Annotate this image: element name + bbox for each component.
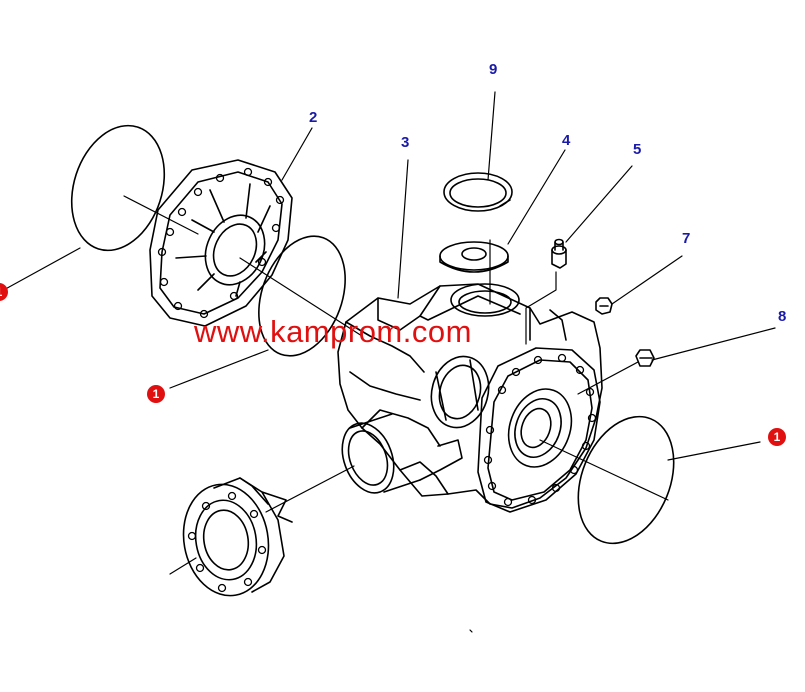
part-badge-1-edge: 1 xyxy=(0,283,8,301)
part-badge-1-left: 1 xyxy=(147,385,165,403)
o-ring-left xyxy=(70,124,166,252)
pinion-flange xyxy=(182,477,293,597)
callout-number-9: 9 xyxy=(489,61,498,78)
breather-plug xyxy=(551,238,567,269)
drain-plug-lower xyxy=(635,349,655,367)
drain-plug-upper xyxy=(595,297,613,315)
o-ring-right xyxy=(577,415,675,545)
leader-lines xyxy=(0,91,776,633)
callout-number-4: 4 xyxy=(562,132,571,149)
o-ring-middle xyxy=(258,235,346,357)
callout-number-5: 5 xyxy=(633,141,642,158)
callout-number-2: 2 xyxy=(309,109,318,126)
axle-housing xyxy=(337,283,603,513)
cover-plate xyxy=(149,159,293,327)
snap-ring xyxy=(443,172,513,212)
watermark-text: www.kamprom.com xyxy=(194,314,472,349)
callout-number-7: 7 xyxy=(682,230,691,247)
washer-plate xyxy=(439,241,509,273)
part-badge-1-right: 1 xyxy=(768,428,786,446)
callout-number-8: 8 xyxy=(778,308,787,325)
callout-number-3: 3 xyxy=(401,134,410,151)
